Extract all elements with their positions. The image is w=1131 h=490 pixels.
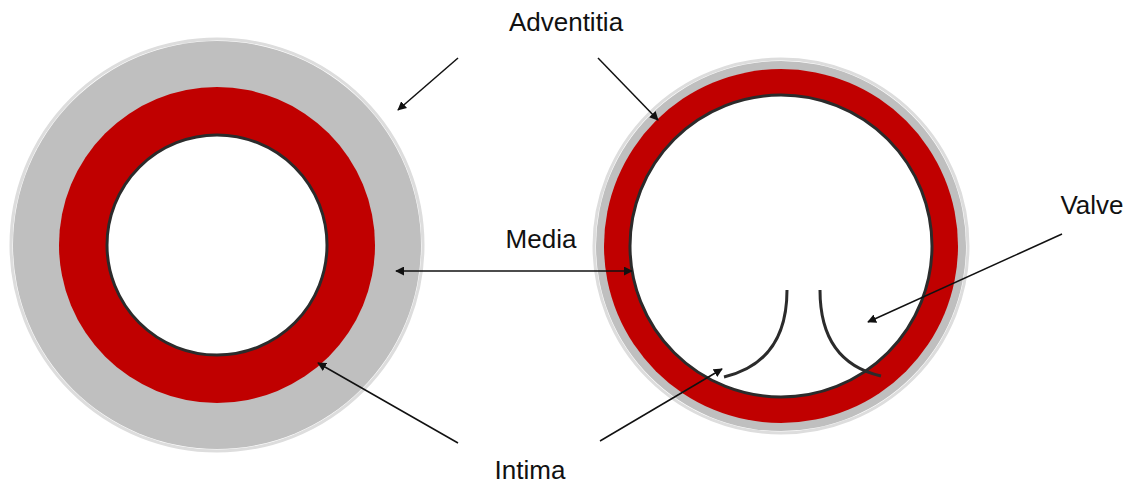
valve-cusp <box>724 290 787 377</box>
artery-adventitia <box>13 41 421 449</box>
leader-line <box>598 58 658 120</box>
leader-line <box>600 369 722 441</box>
part-label: Intima <box>495 455 566 486</box>
artery-intima <box>107 135 327 355</box>
leader-line <box>396 270 632 272</box>
vein-media <box>604 69 958 423</box>
artery-outline <box>11 39 423 451</box>
vein-outline <box>594 59 968 433</box>
part-label: Adventitia <box>509 7 623 38</box>
leader-line <box>868 234 1062 322</box>
part-label: Media <box>506 224 577 255</box>
leader-line <box>398 58 458 110</box>
artery-media <box>59 87 375 403</box>
part-label: Valve <box>1060 190 1123 221</box>
vein-intima <box>630 95 932 397</box>
valve-cusp <box>820 290 881 376</box>
leader-line <box>318 363 458 443</box>
vein-adventitia <box>596 61 966 431</box>
